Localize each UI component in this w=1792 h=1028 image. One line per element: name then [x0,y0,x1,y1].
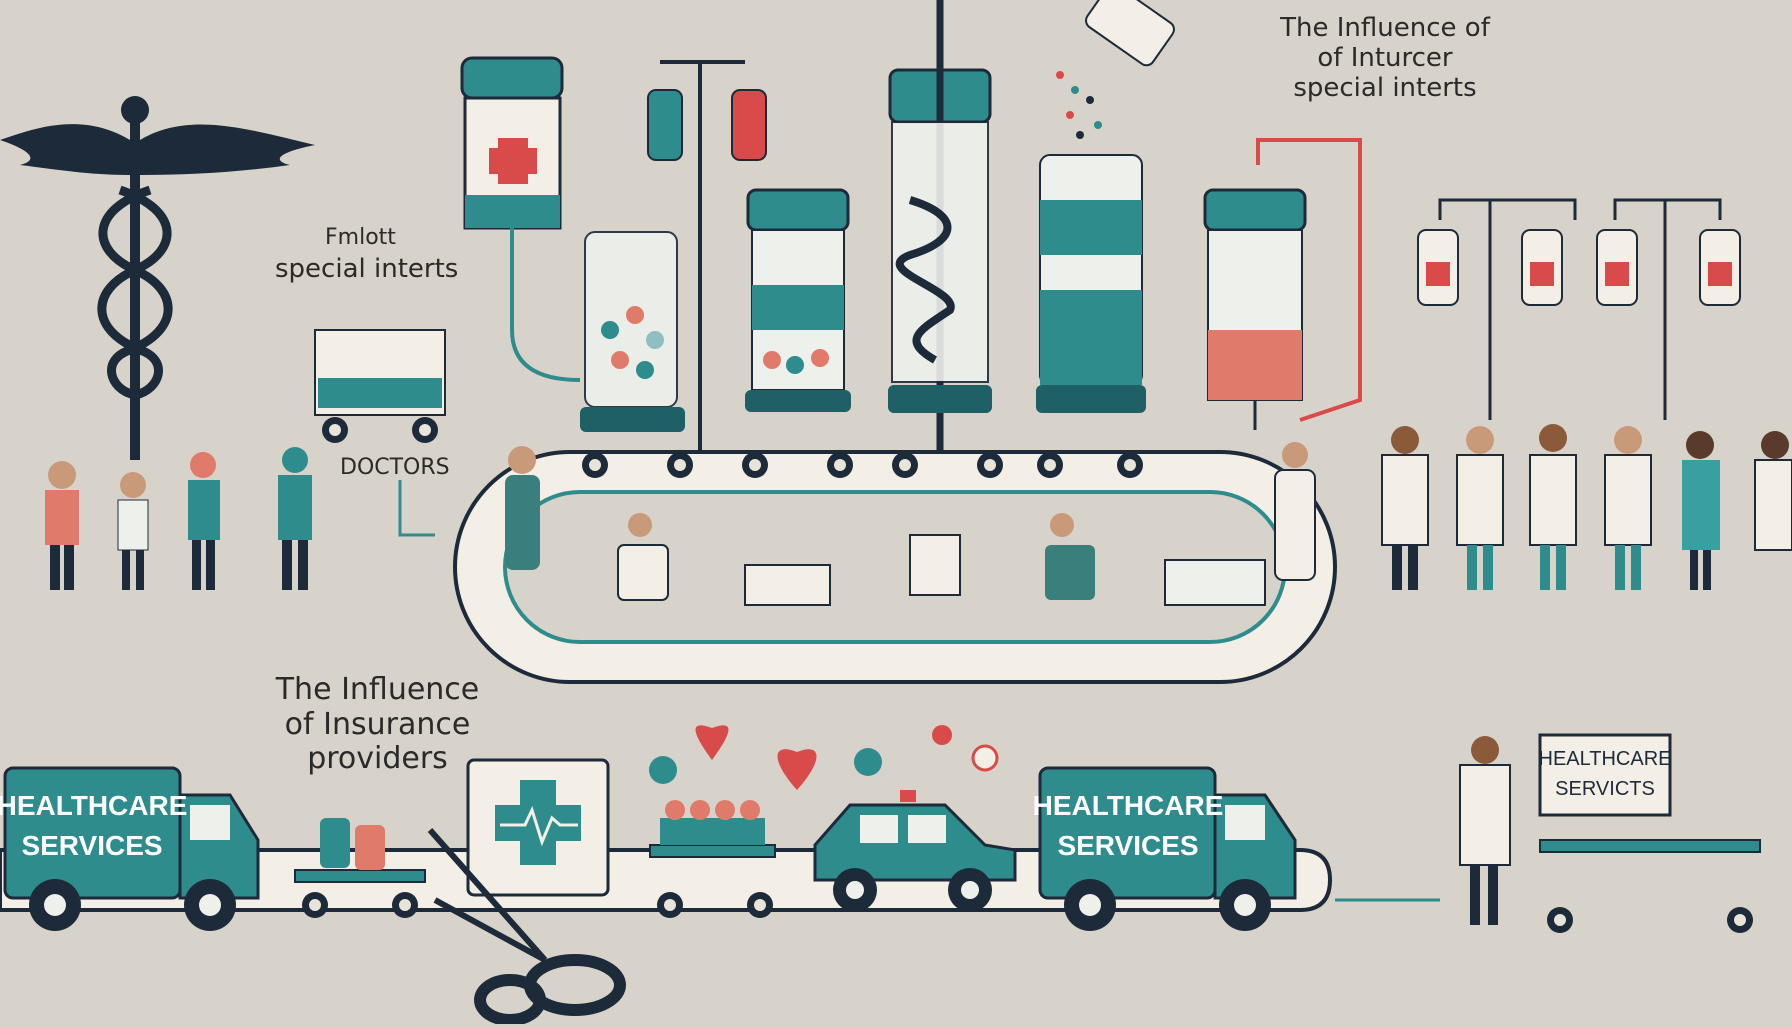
heartbeat-icon [495,780,581,865]
oval-conveyor [453,450,1337,684]
medical-cross-icon [489,138,537,184]
label-left-small: Fmlott [325,225,396,250]
doctors-group [1381,424,1792,590]
medicine-bottle [460,56,581,382]
pill-jar-2 [745,188,851,412]
pill-cart [294,818,426,918]
patient-figures [505,442,1316,606]
label-top-right: The Influence of of Inturcer special int… [1265,13,1505,104]
label-top-right-line2: of Inturcer [1317,42,1453,73]
hospital-cart [314,329,446,443]
truck-left-label-2: SERVICES [21,830,162,861]
ambulance-car [813,790,1017,912]
medical-sign [466,758,610,897]
scissors-icon [427,828,626,1026]
label-top-right-line1: The Influence of [1280,13,1490,43]
dna-column [888,0,992,470]
label-left-main: special interts [275,254,459,284]
heart-icon [649,725,999,790]
sign-label-1: HEALTHCARE [1539,748,1672,770]
jar-cart [649,800,776,918]
truck-right-label-2: SERVICES [1057,830,1198,861]
sign-label-2: SERVICTS [1555,778,1655,800]
label-insurance: The Influence of Insurance providers [265,672,490,777]
pill-jar-3 [1036,154,1146,413]
iv-bags-right [1417,198,1741,420]
pill-jar-1 [580,231,685,432]
label-insurance-line2: of Insurance [284,706,471,742]
truck-right-label-1: HEALTHCARE [1033,790,1224,821]
iv-stand [647,60,767,450]
falling-pills [1056,0,1175,139]
truck-left-label-1: HEALTHCARE [0,790,187,821]
caduceus-icon [0,96,315,460]
healthcare-truck-left: HEALTHCARE SERVICES [0,766,260,931]
label-doctors: DOCTORS [340,455,450,480]
doctor-desk: HEALTHCARE SERVICTS [1459,733,1761,933]
label-top-right-line3: special interts [1293,72,1477,103]
label-insurance-line3: providers [307,741,448,776]
pill-jar-4 [1203,138,1362,430]
label-insurance-line1: The Influence [275,672,480,707]
healthcare-truck-right: HEALTHCARE SERVICES [1033,766,1297,931]
people-left [45,447,435,590]
